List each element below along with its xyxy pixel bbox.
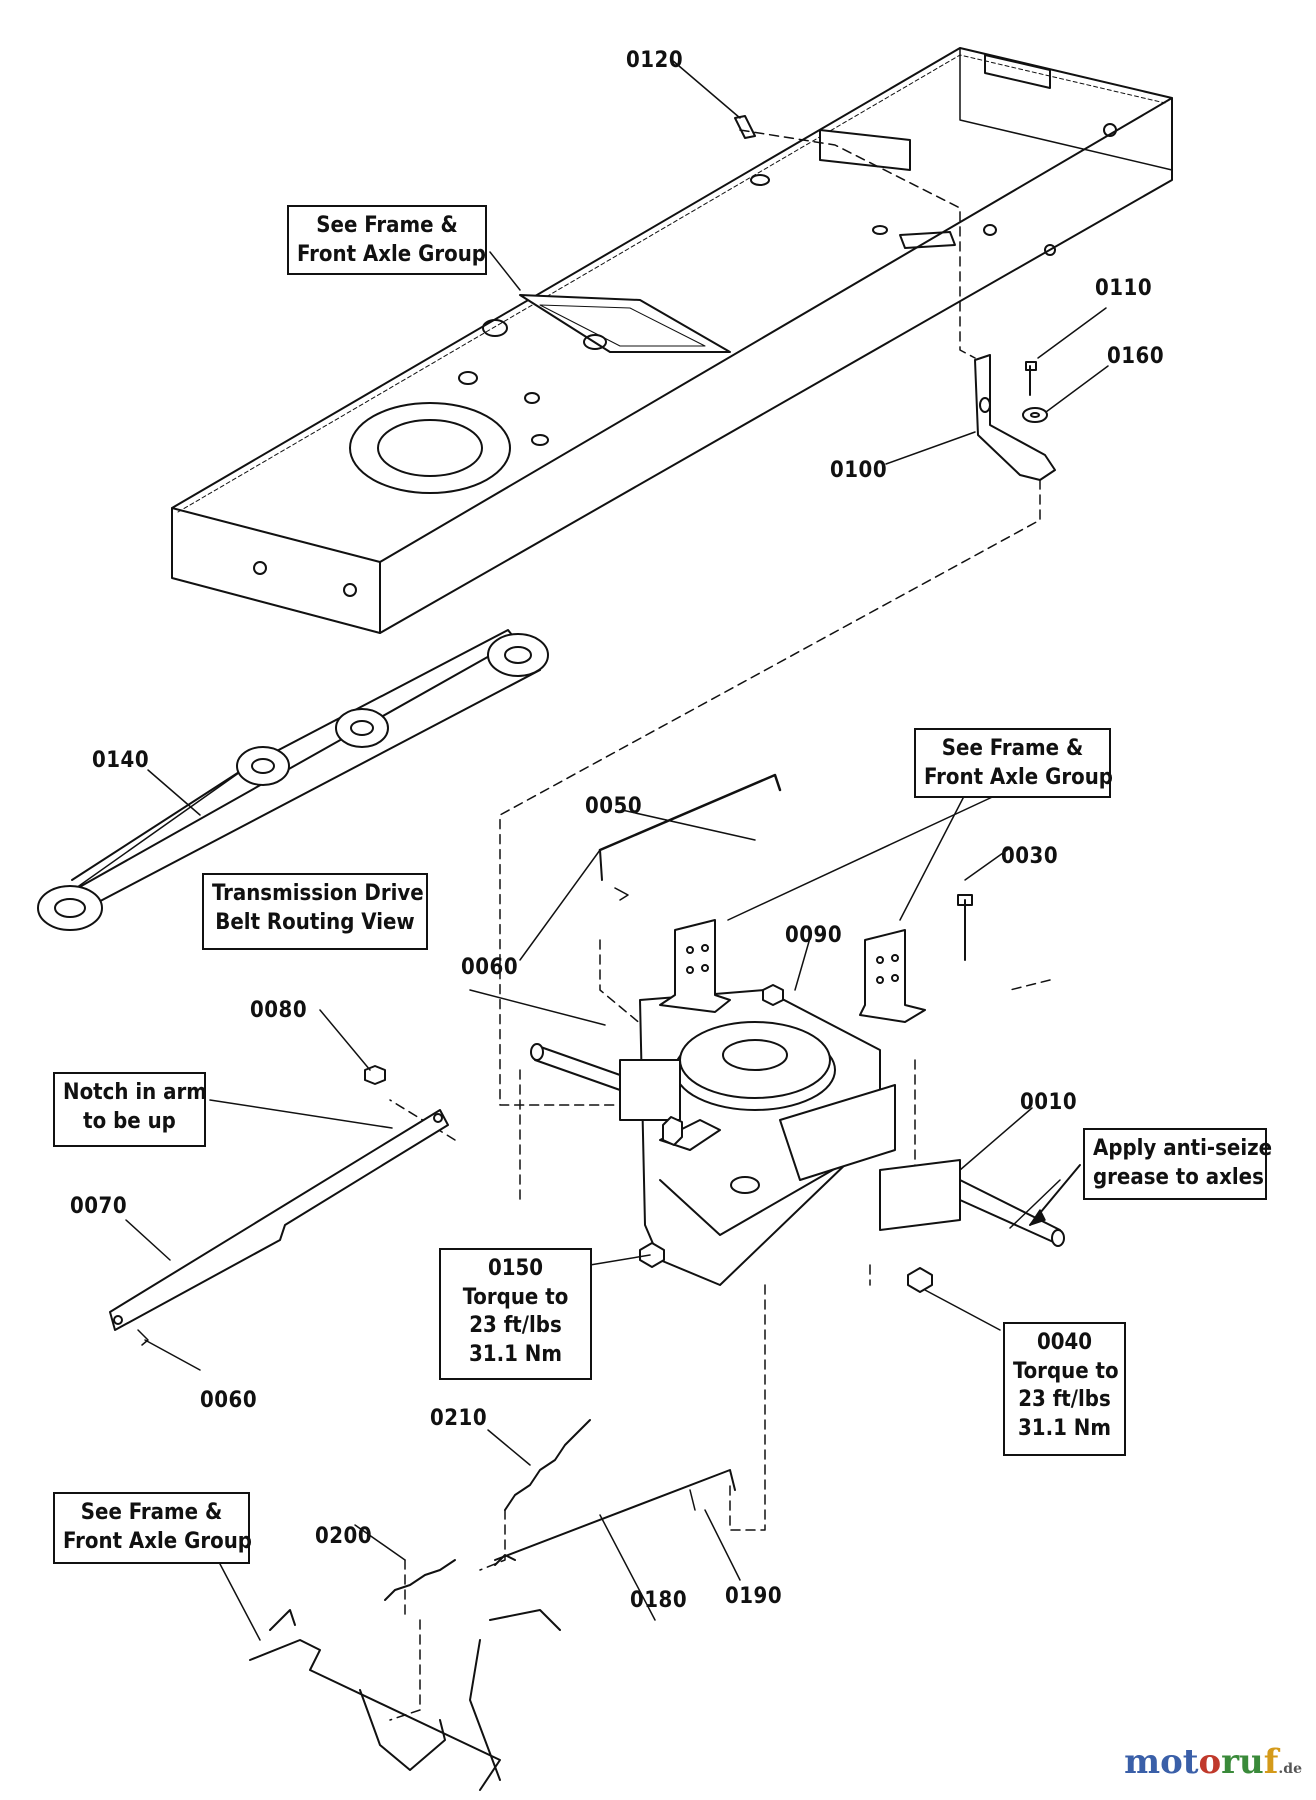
callout-line: Front Axle Group <box>297 241 486 267</box>
logo-part: mot <box>1124 1742 1199 1782</box>
callout-line: 0150 <box>487 1256 544 1281</box>
part-number-0190: 0190 <box>725 1584 783 1609</box>
part-number-0210: 0210 <box>430 1406 488 1431</box>
callout-line: See Frame & <box>316 213 458 238</box>
callout-line: Front Axle Group <box>63 1528 252 1554</box>
part-number-0030: 0030 <box>1001 844 1059 869</box>
callout-line: 31.1 Nm <box>1018 1415 1111 1441</box>
callout-line: Torque to <box>462 1284 569 1310</box>
part-number-0010: 0010 <box>1020 1090 1078 1115</box>
part-number-0180: 0180 <box>630 1588 688 1613</box>
callout-torque-0150: 0150 Torque to 23 ft/lbs 31.1 Nm <box>439 1248 592 1380</box>
callout-line: 23 ft/lbs <box>1018 1387 1111 1413</box>
callout-belt-routing-view: Transmission Drive Belt Routing View <box>202 873 428 950</box>
frame-illustration <box>171 47 1173 634</box>
callout-torque-0040: 0040 Torque to 23 ft/lbs 31.1 Nm <box>1003 1322 1126 1456</box>
part-number-0200: 0200 <box>315 1524 373 1549</box>
springs-and-links-illustration <box>384 1419 736 1601</box>
callout-line: 0040 <box>1036 1330 1093 1355</box>
callout-line: Front Axle Group <box>924 764 1113 790</box>
callout-line: Apply anti-seize <box>1093 1136 1273 1161</box>
callout-notch-in-arm: Notch in arm to be up <box>53 1072 207 1147</box>
part-number-0070: 0070 <box>70 1194 128 1219</box>
part-number-0060-top: 0060 <box>461 955 519 980</box>
callout-line: 31.1 Nm <box>469 1341 562 1367</box>
callout-line: Belt Routing View <box>215 909 415 935</box>
part-number-0140: 0140 <box>92 748 150 773</box>
logo-part: ru <box>1221 1742 1264 1782</box>
part-number-0100: 0100 <box>830 458 888 483</box>
arm-0070-illustration <box>109 1065 449 1346</box>
callout-line: See Frame & <box>941 736 1084 761</box>
part-number-0120: 0120 <box>626 48 684 73</box>
callout-frame-group-mid: See Frame & Front Axle Group <box>914 728 1113 798</box>
logo-part: f <box>1263 1742 1279 1782</box>
part-number-0110: 0110 <box>1095 276 1153 301</box>
part-number-0090: 0090 <box>785 923 843 948</box>
pedal-assembly-illustration <box>249 1609 561 1791</box>
callout-frame-group-bottom: See Frame & Front Axle Group <box>53 1492 252 1564</box>
callout-line: 23 ft/lbs <box>469 1313 562 1339</box>
callout-line: Transmission Drive <box>212 881 424 906</box>
motoruf-logo: motoruf.de <box>1124 1742 1302 1782</box>
shift-rod-illustration <box>598 773 782 901</box>
part-number-0060-bottom: 0060 <box>200 1388 258 1413</box>
callout-line: Torque to <box>1013 1358 1119 1384</box>
callout-antiseize: Apply anti-seize grease to axles <box>1083 1128 1273 1200</box>
bracket-0100-illustration <box>734 115 1056 481</box>
callout-line: Notch in arm <box>63 1080 207 1105</box>
mount-brackets-illustration <box>659 894 973 1023</box>
callout-line: grease to axles <box>1093 1164 1264 1190</box>
callout-line: See Frame & <box>80 1500 223 1525</box>
drive-belt-illustration <box>37 629 549 931</box>
transaxle-illustration <box>530 989 1065 1293</box>
part-number-0080: 0080 <box>250 998 308 1023</box>
callout-line: to be up <box>83 1108 176 1134</box>
logo-tld: .de <box>1278 1761 1302 1777</box>
logo-part: o <box>1198 1742 1222 1782</box>
callout-frame-group-top: See Frame & Front Axle Group <box>287 205 487 275</box>
part-number-0160: 0160 <box>1107 344 1165 369</box>
part-number-0050: 0050 <box>585 794 643 819</box>
